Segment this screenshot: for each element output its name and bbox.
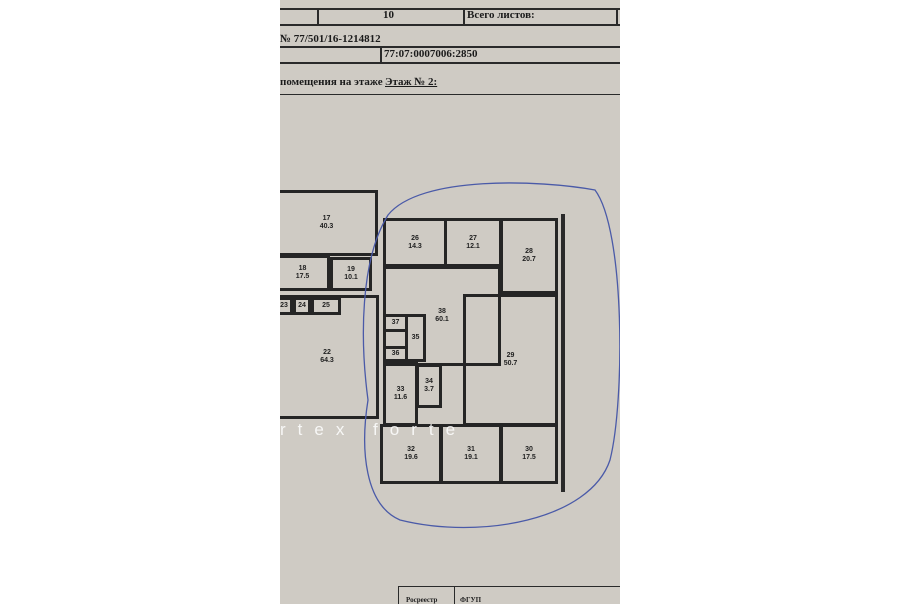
room-label: 24 [298,302,306,310]
watermark: rtex forte [280,420,468,439]
table-line [280,24,620,26]
registry-number: № 77/501/16-1214812 [280,33,381,45]
table-line [280,8,620,10]
table-line [398,586,399,604]
room-number: 32 [407,446,415,453]
room-number: 24 [298,302,306,309]
room-25: 25 [311,297,341,315]
room-number: 19 [347,266,355,273]
room-area: 19.1 [464,454,478,461]
room-area: 3.7 [424,386,434,393]
room-number: 33 [396,386,405,393]
room-23: 23 [280,297,293,315]
table-line [616,8,618,24]
room-area: 10.1 [344,274,358,281]
room-number: 36 [391,350,400,357]
room-number: 37 [391,319,400,326]
room-number: 23 [280,302,288,309]
room-area: 14.3 [408,242,422,250]
room-number: 30 [525,446,533,453]
table-line [317,8,319,24]
room-area: 19.6 [404,454,418,461]
room-area: 20.7 [522,256,536,263]
room-area: 12.1 [466,242,480,250]
floor-label: помещения на этаже [280,76,383,88]
room-label: 35 [412,334,420,342]
room-24: 24 [293,297,311,315]
table-line [398,586,620,587]
total-sheets-label: Всего листов: [467,9,535,21]
cadastral-number: 77:07:0007006:2850 [384,48,478,60]
footer-right: ФГУП [460,596,482,604]
room-number: 22 [323,349,331,356]
table-line [463,8,465,24]
room-number: 31 [467,446,475,453]
footer-left: Росреестр [406,596,438,604]
room-area: 40.3 [319,223,334,230]
room-label: 25 [322,302,330,310]
room-35: 35 [405,314,426,362]
room-number: 26 [411,234,419,242]
room-number: 29 [506,352,515,359]
room-number: 28 [525,248,533,255]
room-number: 18 [298,265,307,272]
room-label: 36 [392,350,400,358]
floor-value: Этаж № 2: [385,76,438,88]
outer-wall [561,214,565,492]
room-number: 38 [438,308,446,315]
room-label: 37 [392,319,400,327]
sheet-number: 10 [383,9,394,21]
room-number: 34 [425,378,433,385]
room-area: 60.1 [435,316,449,323]
pen-circle [362,182,620,529]
room-area: 17.5 [295,273,310,280]
table-line [380,46,382,62]
table-line [280,46,620,48]
room-area: 17.5 [522,454,536,461]
room-area: 11.6 [393,394,408,401]
floor-plan-document: 10 Всего листов: № 77/501/16-1214812 77:… [280,0,620,604]
room-number: 27 [469,234,477,242]
table-line [280,94,620,95]
room-area: 64.3 [320,357,334,364]
room-label: 23 [280,302,288,310]
room-number: 35 [411,334,420,341]
table-line [280,62,620,64]
table-line [454,586,455,604]
room-number: 17 [322,215,331,222]
room-number: 25 [322,302,330,309]
room-area: 50.7 [503,360,518,367]
